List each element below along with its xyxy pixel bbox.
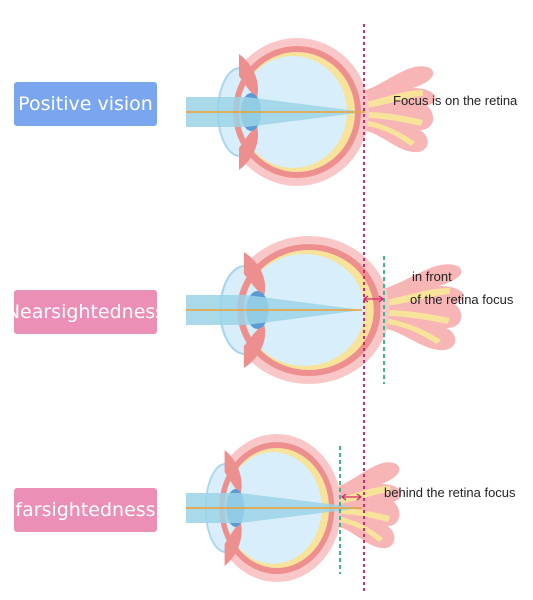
nearsighted-annotation-line-1: in front bbox=[412, 269, 452, 284]
nearsighted-annotation-line-2: of the retina focus bbox=[410, 292, 514, 307]
farsighted-annotation: behind the retina focus bbox=[384, 480, 516, 505]
farsighted-offset-arrow bbox=[340, 493, 363, 501]
nearsighted-annotation-2: of the retina focus bbox=[410, 287, 513, 312]
farsighted-annotation-line: behind the retina focus bbox=[384, 485, 516, 500]
normal-annotation-line: Focus is on the retina bbox=[393, 93, 518, 108]
positive-vision-label: Positive vision bbox=[14, 82, 157, 126]
nearsighted-offset-arrow bbox=[362, 295, 385, 303]
nearsighted-annotation: in front bbox=[412, 264, 452, 289]
nearsighted-light-beam bbox=[186, 295, 362, 325]
normal-light-beam bbox=[186, 97, 365, 127]
nearsightedness-label: Nearsightedness bbox=[6, 290, 165, 334]
farsightedness-label: farsightedness bbox=[14, 488, 157, 532]
normal-annotation: Focus is on the retina bbox=[393, 88, 517, 113]
farsighted-light-beam bbox=[186, 493, 362, 523]
